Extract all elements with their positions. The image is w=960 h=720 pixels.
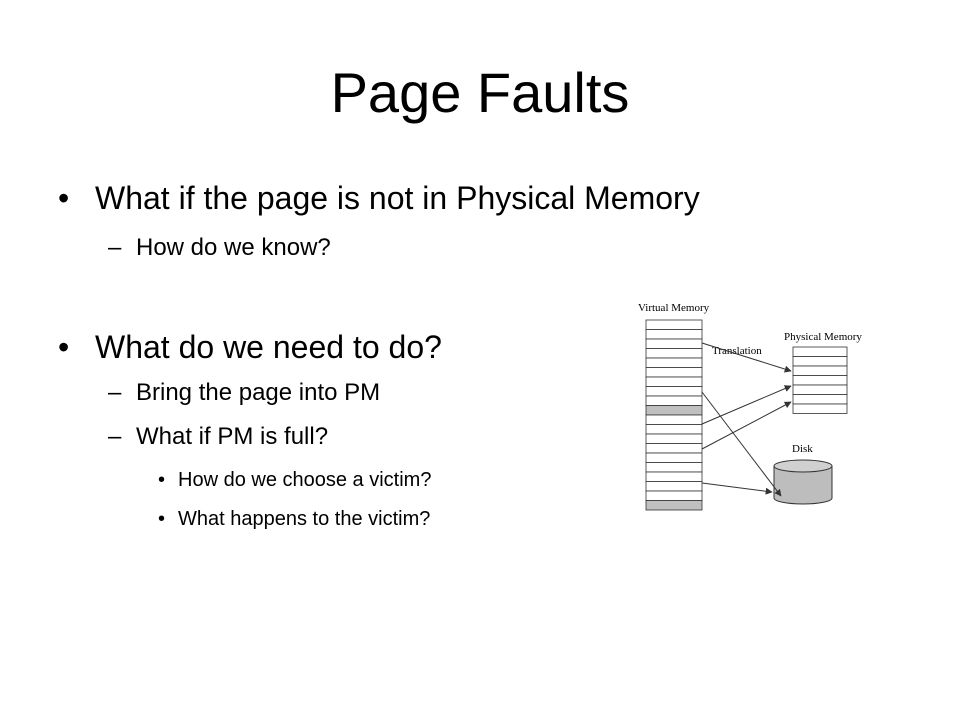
virtual-page-row	[645, 405, 703, 416]
physical-frame-row	[792, 384, 848, 395]
virtual-page-row	[645, 338, 703, 349]
sub-sub-bullet-text: How do we choose a victim?	[178, 469, 432, 491]
physical-frame-row	[792, 365, 848, 376]
translation-arrow	[701, 401, 792, 450]
sub-bullet-marker: –	[108, 234, 122, 261]
sub-sub-bullet-marker: •	[158, 508, 166, 530]
virtual-page-row	[645, 443, 703, 454]
sub-bullet-text: How do we know?	[136, 234, 331, 261]
disk-label: Disk	[792, 443, 813, 455]
virtual-page-row	[645, 395, 703, 406]
disk-cylinder	[773, 459, 833, 505]
virtual-page-row	[645, 367, 703, 378]
virtual-page-row	[645, 376, 703, 387]
disk-arrow	[701, 482, 773, 495]
sub-sub-bullet-text: What happens to the victim?	[178, 508, 431, 530]
virtual-page-row	[645, 348, 703, 359]
page-title: Page Faults	[330, 61, 630, 124]
bullet-marker: •	[58, 329, 70, 365]
virtual-page-row	[645, 462, 703, 473]
virtual-page-row	[645, 490, 703, 501]
virtual-page-row	[645, 471, 703, 482]
virtual-page-row	[645, 433, 703, 444]
bullet-marker: •	[58, 180, 70, 216]
virtual-memory-label: Virtual Memory	[638, 302, 710, 314]
virtual-page-row	[645, 500, 703, 511]
virtual-page-row	[645, 319, 703, 330]
sub-bullet-marker: –	[108, 423, 122, 450]
physical-memory-label: Physical Memory	[784, 331, 862, 343]
physical-frame-row	[792, 356, 848, 367]
sub-bullet-text: Bring the page into PM	[136, 379, 381, 406]
virtual-page-row	[645, 357, 703, 368]
bullet-text: What do we need to do?	[95, 329, 442, 365]
physical-frame-row	[792, 394, 848, 405]
virtual-page-row	[645, 386, 703, 397]
translation-arrow	[701, 385, 792, 425]
translation-arrows	[701, 342, 792, 497]
memory-diagram: Virtual Memory Translation Physical Memo…	[638, 302, 862, 511]
translation-label: Translation	[712, 345, 762, 357]
bullet-text: What if the page is not in Physical Memo…	[95, 180, 700, 216]
virtual-page-row	[645, 414, 703, 425]
physical-frame-row	[792, 346, 848, 357]
sub-sub-bullet-marker: •	[158, 469, 166, 491]
virtual-memory-table	[645, 319, 703, 511]
sub-bullet-marker: –	[108, 379, 122, 406]
translation-arrow	[701, 342, 792, 373]
virtual-page-row	[645, 481, 703, 492]
physical-frame-row	[792, 403, 848, 414]
virtual-page-row	[645, 452, 703, 463]
physical-memory-table	[792, 346, 848, 414]
virtual-page-row	[645, 329, 703, 340]
sub-bullet-text: What if PM is full?	[136, 423, 329, 450]
physical-frame-row	[792, 375, 848, 386]
virtual-page-row	[645, 424, 703, 435]
disk-arrow	[701, 391, 782, 497]
